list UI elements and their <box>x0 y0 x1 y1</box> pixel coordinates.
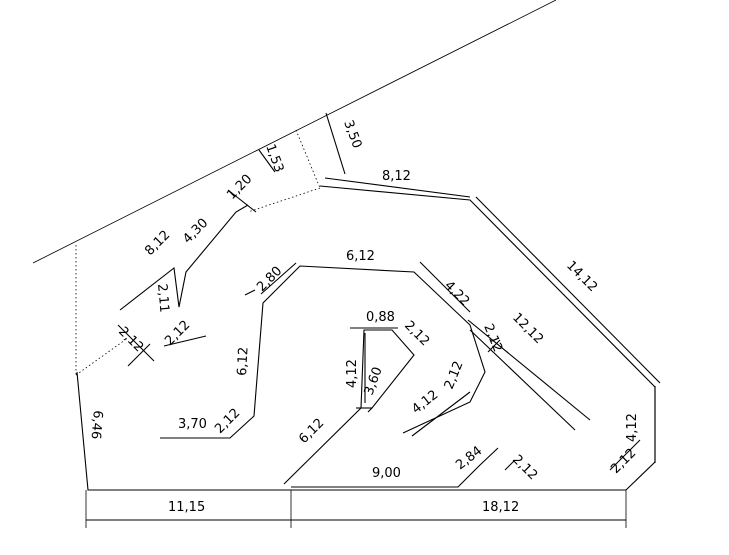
dim-0-88: 0,88 <box>366 310 395 325</box>
dim-2-12-mid-left: 2,12 <box>212 406 243 437</box>
dim-12-12: 12,12 <box>509 310 546 347</box>
dim-2-12-mid-right: 2,12 <box>480 322 505 354</box>
inner-s-contour <box>283 329 516 488</box>
dim-9-00: 9,00 <box>372 466 401 481</box>
dim-4-22: 4,22 <box>441 278 472 309</box>
dim-2-84: 2,84 <box>453 444 485 474</box>
dimension-baseline <box>85 490 627 528</box>
dim-4-30: 4,30 <box>180 216 211 247</box>
dim-2-12-right: 2,12 <box>608 446 639 477</box>
dim-2-80: 2,80 <box>254 264 285 295</box>
dim-2-12-inner-right: 2,12 <box>442 359 467 391</box>
dim-4-12-inner: 4,12 <box>409 388 441 418</box>
dim-6-12-center: 6,12 <box>296 416 327 447</box>
dim-18-12-bottom: 18,12 <box>482 500 519 515</box>
dim-2-12-left-a: 2,12 <box>115 324 146 355</box>
dimension-helper-lines <box>117 112 661 471</box>
dimension-labels: 11,15 18,12 9,00 2,84 2,12 6,46 2,12 2,1… <box>87 118 640 515</box>
left-spiral-contour <box>119 204 486 439</box>
dim-4-12-center: 4,12 <box>345 359 360 388</box>
dim-3-50: 3,50 <box>340 118 364 150</box>
dim-1-53: 1,53 <box>262 142 286 174</box>
dim-4-12-right: 4,12 <box>625 413 640 442</box>
dim-8-12-left: 8,12 <box>142 228 173 259</box>
dim-1-20: 1,20 <box>224 172 255 203</box>
slope-boundary-line <box>32 0 557 264</box>
dim-2-12-bottom-right: 2,12 <box>509 452 540 483</box>
dim-6-12-mid: 6,12 <box>346 249 375 264</box>
dim-2-12-center: 2,12 <box>401 318 432 349</box>
dim-3-70: 3,70 <box>178 417 207 432</box>
dim-6-12-left: 6,12 <box>235 347 251 377</box>
construction-lines <box>75 129 321 376</box>
dim-6-46: 6,46 <box>87 410 104 440</box>
dim-2-11: 2,11 <box>154 283 171 313</box>
dim-8-12-top: 8,12 <box>382 169 411 184</box>
dim-14-12: 14,12 <box>563 258 600 295</box>
dim-2-12-left-b: 2,12 <box>162 318 193 349</box>
dim-11-15: 11,15 <box>168 500 205 515</box>
